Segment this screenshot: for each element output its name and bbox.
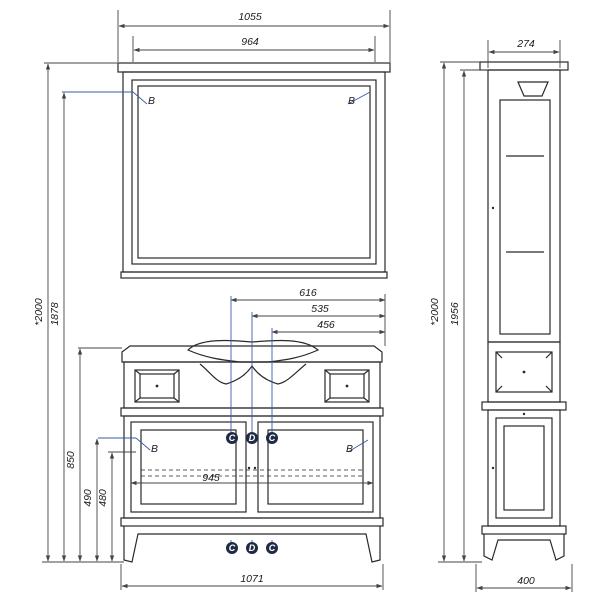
cabinet-dim-535: 535 <box>311 303 329 315</box>
mirror-cornice <box>117 62 391 73</box>
plumbing-badge-d <box>246 542 258 554</box>
cabinet-label-b-left: B <box>151 443 158 455</box>
column-dim-top: 274 <box>516 38 535 50</box>
tall-column <box>479 61 569 561</box>
door-left <box>130 421 247 513</box>
mirror-inner-width: 964 <box>241 36 259 48</box>
badge-d <box>246 432 258 444</box>
column-lower-panel <box>503 425 545 511</box>
column-dim-bottom: 400 <box>517 575 535 587</box>
column-lower-body <box>487 409 561 527</box>
shelf-width-945: 945 <box>202 472 220 484</box>
column-crest <box>517 81 549 97</box>
plumbing-badge-c-right <box>266 542 278 554</box>
svg-text:C: C <box>229 543 236 553</box>
mirror-outer-width: 1055 <box>238 11 262 23</box>
column-belt <box>481 401 567 411</box>
svg-text:C: C <box>269 543 276 553</box>
svg-text:C: C <box>229 433 236 443</box>
height-total: *2000 <box>33 298 45 326</box>
mirror-frame-inner <box>131 79 377 265</box>
plumbing-badges: C D C <box>226 542 278 554</box>
door-right-panel <box>267 429 364 505</box>
basin-front <box>199 363 307 385</box>
badge-c-right <box>266 432 278 444</box>
column-cornice <box>479 61 569 71</box>
mirror <box>117 62 391 279</box>
mirror-base <box>120 271 388 279</box>
mirror-label-b-right: B <box>348 95 355 107</box>
svg-text:D: D <box>249 543 256 553</box>
mirror-glass <box>137 85 371 259</box>
badge-c-left <box>226 432 238 444</box>
door-left-panel <box>140 429 237 505</box>
cabinet-label-b-right: B <box>346 443 353 455</box>
door-right <box>257 421 374 513</box>
column-upper-body <box>487 69 561 343</box>
plumbing-badge-c-left <box>226 542 238 554</box>
height-490: 490 <box>82 489 94 507</box>
cabinet-dim-456: 456 <box>317 319 335 331</box>
drawer-left <box>134 369 180 403</box>
countertop <box>121 345 383 363</box>
column-height-body: 1956 <box>449 302 461 326</box>
mirror-dims <box>117 10 391 62</box>
column-height-total: *2000 <box>429 298 441 326</box>
height-counter: 850 <box>65 451 77 469</box>
height-mirror-top: 1878 <box>49 302 61 326</box>
cabinet-dim-616: 616 <box>299 287 317 299</box>
drawer-right-inner <box>329 373 365 399</box>
drawer-left-inner <box>139 373 175 399</box>
column-plinth <box>481 525 567 535</box>
height-480: 480 <box>97 489 109 507</box>
cabinet-width-1071: 1071 <box>240 573 263 585</box>
plinth-band <box>120 517 384 527</box>
hardware-badges: C D C <box>226 432 278 444</box>
plinth-feet <box>123 526 381 563</box>
basin <box>186 339 320 363</box>
column-feet <box>483 534 565 561</box>
mirror-frame <box>122 71 386 273</box>
column-lower-door <box>495 417 553 519</box>
column-drawer-panel <box>495 351 553 393</box>
drawer-right <box>324 369 370 403</box>
mirror-label-b-left: B <box>148 95 155 107</box>
svg-text:C: C <box>269 433 276 443</box>
column-glass-door <box>499 99 551 335</box>
svg-text:D: D <box>249 433 256 443</box>
